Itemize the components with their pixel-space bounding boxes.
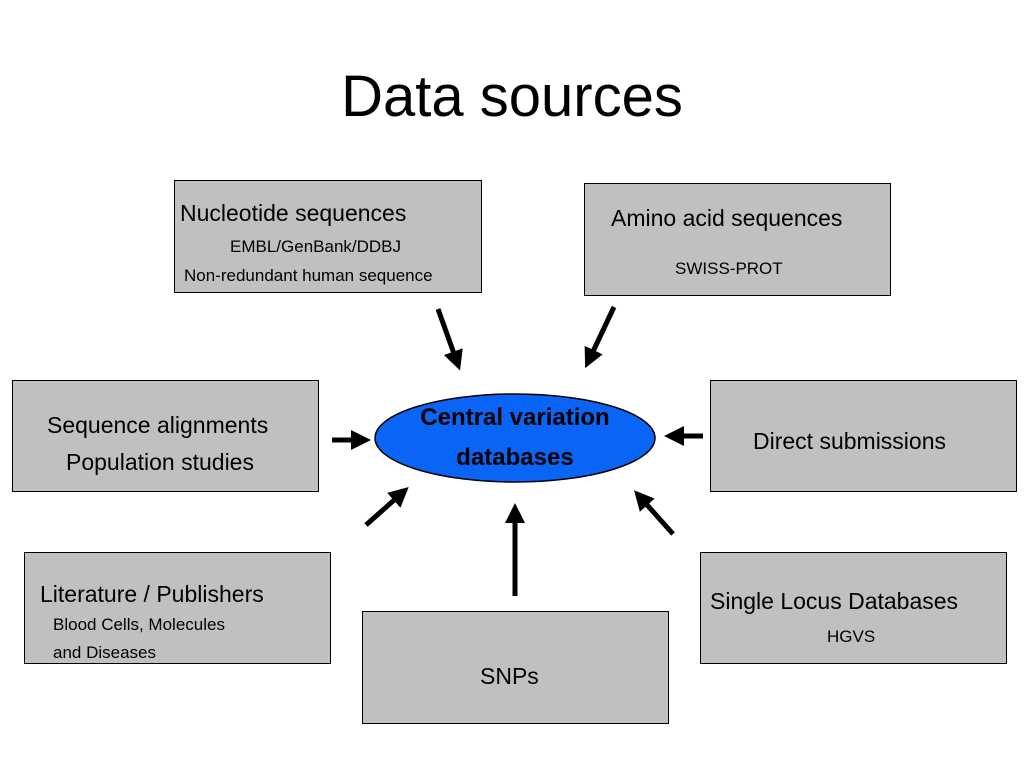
central-label: Central variation databases xyxy=(375,398,655,478)
snps-box: SNPs xyxy=(362,611,669,724)
alignments-line1: Sequence alignments xyxy=(47,412,269,438)
amino-line1: SWISS-PROT xyxy=(675,259,783,278)
sequence-alignments-box: Sequence alignments Population studies xyxy=(12,380,319,492)
nucleotide-sequences-box: Nucleotide sequences EMBL/GenBank/DDBJ N… xyxy=(174,180,482,293)
nucleotide-line1: EMBL/GenBank/DDBJ xyxy=(230,237,402,256)
alignments-line2: Population studies xyxy=(66,449,254,475)
direct-submissions-box: Direct submissions xyxy=(710,380,1017,492)
direct-title: Direct submissions xyxy=(753,428,946,454)
page-title: Data sources xyxy=(341,64,683,129)
nucleotide-line2: Non-redundant human sequence xyxy=(184,266,433,285)
central-label-line2: databases xyxy=(456,444,574,471)
literature-publishers-box: Literature / Publishers Blood Cells, Mol… xyxy=(24,552,331,664)
locus-title: Single Locus Databases xyxy=(710,588,959,614)
arrow-from-nucleotide xyxy=(435,308,463,371)
literature-line2: and Diseases xyxy=(53,643,157,662)
amino-acid-sequences-box: Amino acid sequences SWISS-PROT xyxy=(584,183,891,296)
locus-line1: HGVS xyxy=(827,627,876,646)
literature-title: Literature / Publishers xyxy=(40,581,264,607)
snps-title: SNPs xyxy=(480,663,539,689)
arrow-from-locus xyxy=(634,490,675,536)
literature-line1: Blood Cells, Molecules xyxy=(53,615,225,634)
amino-title: Amino acid sequences xyxy=(611,205,843,231)
nucleotide-title: Nucleotide sequences xyxy=(180,200,407,226)
central-ellipse xyxy=(374,393,656,483)
arrow-from-amino xyxy=(584,305,617,369)
arrow-from-literature xyxy=(364,487,409,527)
single-locus-databases-box: Single Locus Databases HGVS xyxy=(700,552,1007,664)
central-label-line1: Central variation xyxy=(420,404,610,431)
